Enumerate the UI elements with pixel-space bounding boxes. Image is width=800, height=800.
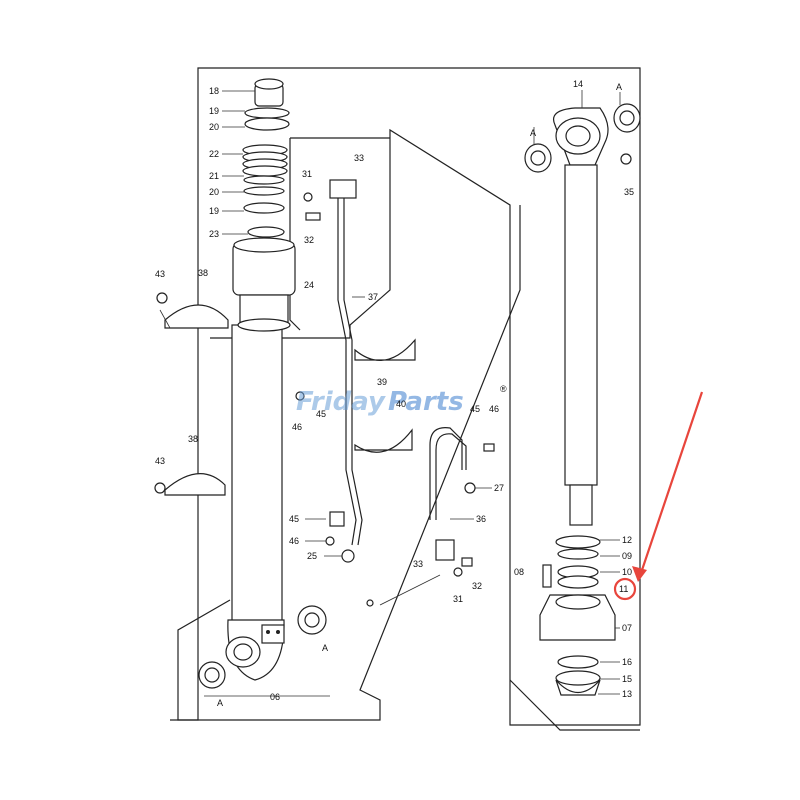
label-37: 37 — [368, 292, 378, 302]
label-20: 20 — [209, 122, 219, 132]
label-33: 33 — [413, 559, 423, 569]
label-a: A — [322, 643, 328, 653]
label-46: 46 — [292, 422, 302, 432]
label-13: 13 — [622, 689, 632, 699]
fasteners — [154, 153, 632, 607]
label-36: 36 — [476, 514, 486, 524]
label-25: 25 — [307, 551, 317, 561]
label-14: 14 — [573, 79, 583, 89]
label-19: 19 — [209, 206, 219, 216]
label-31: 31 — [302, 169, 312, 179]
highlight-part-11: 11 — [613, 391, 704, 601]
piston-rod — [524, 103, 641, 696]
label-31: 31 — [453, 594, 463, 604]
label-08: 08 — [514, 567, 524, 577]
label-38: 38 — [198, 268, 208, 278]
label-19: 19 — [209, 106, 219, 116]
cylinder-tube — [198, 324, 327, 689]
label-07: 07 — [622, 623, 632, 633]
label-10: 10 — [622, 567, 632, 577]
label-39: 39 — [377, 377, 387, 387]
label-32: 32 — [472, 581, 482, 591]
watermark: Friday Parts ® — [296, 384, 507, 417]
label-38: 38 — [188, 434, 198, 444]
label-45: 45 — [289, 514, 299, 524]
label-45: 45 — [470, 404, 480, 414]
label-46: 46 — [489, 404, 499, 414]
label-33: 33 — [354, 153, 364, 163]
label-43: 43 — [155, 269, 165, 279]
label-11: 11 — [619, 584, 628, 594]
highlight-circle — [613, 577, 637, 601]
label-23: 23 — [209, 229, 219, 239]
label-22: 22 — [209, 149, 219, 159]
label-a: A — [530, 128, 536, 138]
part-labels: 18 19 20 22 21 20 19 23 31 33 32 24 37 4… — [155, 79, 634, 708]
label-35: 35 — [624, 187, 634, 197]
label-27: 27 — [494, 483, 504, 493]
label-40: 40 — [396, 399, 406, 409]
label-45: 45 — [316, 409, 326, 419]
label-21: 21 — [209, 171, 219, 181]
label-24: 24 — [304, 280, 314, 290]
label-18: 18 — [209, 86, 219, 96]
label-46: 46 — [289, 536, 299, 546]
leader-lines — [159, 90, 621, 697]
watermark-brand-a: Friday — [296, 387, 386, 417]
label-09: 09 — [622, 551, 632, 561]
head-gland-stack — [232, 78, 296, 332]
label-15: 15 — [622, 674, 632, 684]
watermark-mark: ® — [500, 384, 507, 394]
label-43: 43 — [155, 456, 165, 466]
label-a: A — [217, 698, 223, 708]
label-20: 20 — [209, 187, 219, 197]
watermark-brand-b: Parts — [388, 387, 464, 417]
label-06: 06 — [270, 692, 280, 702]
label-32: 32 — [304, 235, 314, 245]
label-16: 16 — [622, 657, 632, 667]
tubes-and-clamps — [164, 179, 467, 561]
label-12: 12 — [622, 535, 632, 545]
label-a: A — [616, 82, 622, 92]
